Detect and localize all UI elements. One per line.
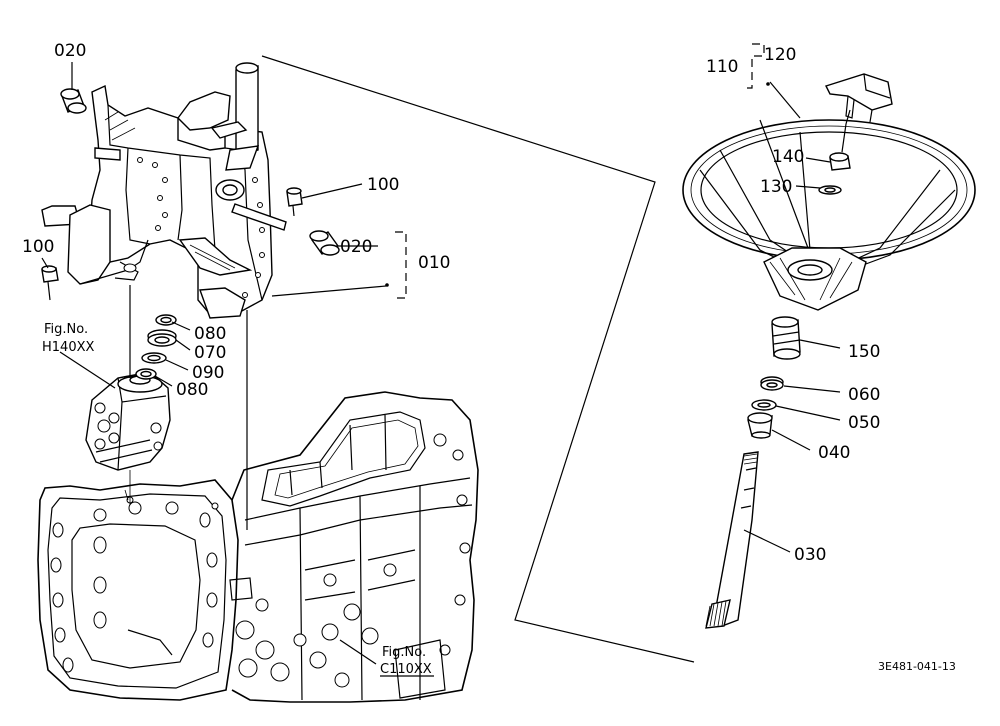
label-010: 010 xyxy=(418,253,450,273)
steering-support-bracket xyxy=(41,62,287,319)
label-020-top: 020 xyxy=(54,41,86,61)
fig-ref-h-code: H140XX xyxy=(42,340,94,355)
figure-references: Fig.No. H140XX Fig.No. C110XX 3E481-041-… xyxy=(42,322,956,677)
part-labels: 020 100 100 020 010 080 070 090 080 110 … xyxy=(22,41,880,565)
fig-ref-h-label: Fig.No. xyxy=(44,322,88,337)
label-100-left: 100 xyxy=(22,237,54,257)
label-030: 030 xyxy=(794,545,826,565)
fig-ref-c-label: Fig.No. xyxy=(382,645,426,660)
label-120: 120 xyxy=(764,45,796,65)
label-060: 060 xyxy=(848,385,880,405)
small-parts-left xyxy=(41,88,340,380)
label-090: 090 xyxy=(192,363,224,383)
leader-lines xyxy=(41,43,851,665)
label-040: 040 xyxy=(818,443,850,463)
label-110: 110 xyxy=(706,57,738,77)
steering-wheel-parts xyxy=(705,73,893,629)
label-130: 130 xyxy=(760,177,792,197)
label-100-right: 100 xyxy=(367,175,399,195)
label-150: 150 xyxy=(848,342,880,362)
transmission-housing xyxy=(37,391,479,703)
drawing-code: 3E481-041-13 xyxy=(878,660,956,673)
steering-valve-unit xyxy=(85,371,171,505)
fig-ref-c-code: C110XX xyxy=(380,662,432,677)
label-050: 050 xyxy=(848,413,880,433)
label-070: 070 xyxy=(194,343,226,363)
label-080-upper: 080 xyxy=(194,324,226,344)
label-080-lower: 080 xyxy=(176,380,208,400)
steering-wheel xyxy=(682,119,976,311)
label-140: 140 xyxy=(772,147,804,167)
label-020-right: 020 xyxy=(340,237,372,257)
